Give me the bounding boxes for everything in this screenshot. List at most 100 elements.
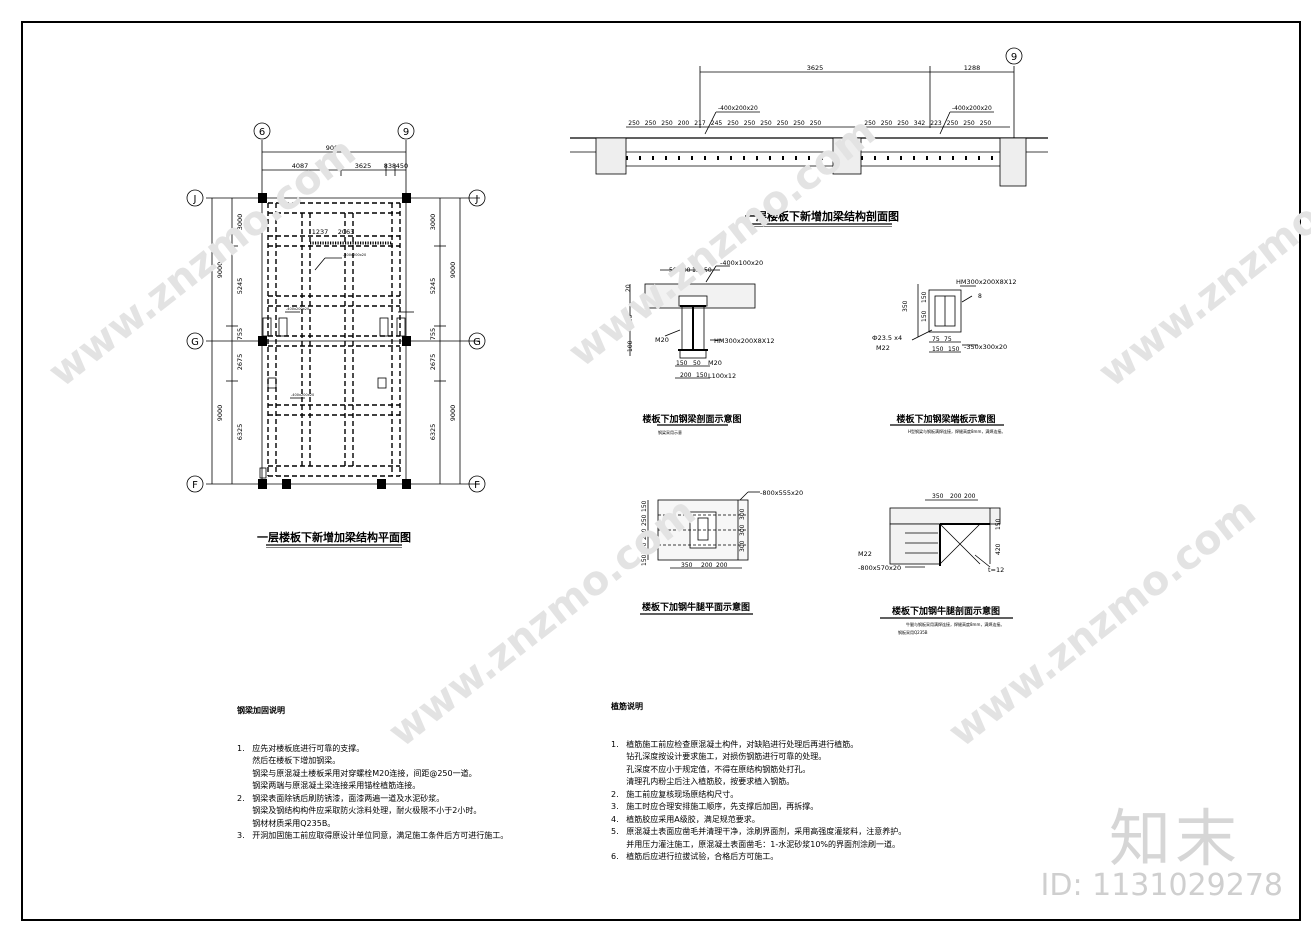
- notes-right-line-2: 钻孔深度按设计要求施工，对损伤钢筋进行可靠的处理。: [611, 752, 827, 761]
- detail1-bolt: M20: [655, 336, 669, 344]
- notes-right-line-8: 5. 原混凝土表面应凿毛并清理干净，涂刷界面剂，采用高强度灌浆料，注意养护。: [611, 827, 907, 836]
- detail1-subtitle: 钢梁采用示意: [658, 429, 682, 435]
- detail1-left-100: 100: [627, 340, 634, 352]
- notes-right-line-4: 清理孔内粉尘后注入植筋胶，按要求植入钢筋。: [611, 777, 795, 786]
- section-spacing-right-8: 250: [980, 120, 992, 127]
- detail1-text: 50 200 150 50 -400x100x20 HM300x200X8X12…: [625, 259, 774, 435]
- detail2-left-150b: 150: [921, 310, 928, 322]
- detail4-right-420: 420: [995, 543, 1002, 555]
- detail2-left-150a: 150: [921, 291, 928, 303]
- detail4-bolt: M22: [858, 550, 872, 558]
- detail3-right-300b: 300: [739, 524, 746, 536]
- plan-axis-j-right: J: [475, 194, 479, 205]
- section-spacing-left-12: 250: [810, 120, 822, 127]
- detail1-bottom-150: 150: [676, 360, 688, 367]
- section-spacing-right-1: 250: [864, 120, 876, 127]
- detail1-angle: L100x12: [708, 372, 736, 380]
- notes-right-line-3: 孔深度不应小于规定值，不得在原结构钢筋处打孔。: [611, 764, 811, 774]
- detail2-plate: -350x300x20: [964, 343, 1007, 351]
- detail1-dim-50b: 50: [704, 267, 712, 274]
- plan-axis-f-right: F: [474, 480, 480, 491]
- section-plate-label-1: -400x200x20: [718, 105, 758, 112]
- notes-left-line-3: 钢梁与原混凝土楼板采用对穿螺栓M20连接，间距@250一道。: [237, 768, 477, 778]
- section-spacing-right-6: 250: [947, 120, 959, 127]
- plan-axis-j-left: J: [193, 194, 197, 205]
- detail1-dim-150: 150: [692, 267, 704, 274]
- notes-left-line-7: 钢材材质采用Q235B。: [237, 818, 336, 828]
- section-plate-label-2: -400x200x20: [952, 105, 992, 112]
- plan-dim-left-3000: 3000: [236, 214, 244, 231]
- detail1-title: 楼板下加钢梁剖面示意图: [642, 413, 741, 425]
- plan-dim-left-755: 755: [236, 328, 244, 340]
- plan-axis-9: 9: [403, 127, 409, 138]
- plan-title: 一层楼板下新增加梁结构平面图: [257, 530, 411, 544]
- plan-axis-g-left: G: [191, 337, 199, 348]
- detail1-view: [629, 265, 756, 426]
- plan-dim-total: 9000: [326, 144, 343, 152]
- section-spacing-right-3: 250: [897, 120, 909, 127]
- detail2-note: H型钢梁与钢板满焊连接，焊缝高度8mm，满焊连接。: [908, 428, 1005, 434]
- plan-axis-g-right: G: [473, 337, 481, 348]
- detail3-title: 楼板下加钢牛腿平面示意图: [642, 601, 750, 613]
- plan-dim-left-total-1: 9000: [216, 262, 224, 279]
- notes-right-line-6: 3. 施工时应合理安排施工顺序，先支撑后加固，再拆撑。: [611, 802, 819, 811]
- detail4-top-200a: 200: [950, 493, 962, 500]
- detail3-bottom-200b: 200: [716, 562, 728, 569]
- notes-right-line-5: 2. 施工前应复核现场原结构尺寸。: [611, 789, 739, 799]
- detail3-right-300c: 300: [739, 540, 746, 552]
- notes-left-line-2: 然后在楼板下增加钢梁。: [237, 756, 341, 765]
- detail3-bottom-350: 350: [681, 562, 693, 569]
- plan-text: 6 9 J G F J G F: [191, 127, 481, 491]
- section-spacing-right-5: 223: [930, 120, 942, 127]
- notes-right-lines: 1. 植筋施工前应检查原混凝土构件，对缺陷进行处理后再进行植筋。 钻孔深度按设计…: [611, 739, 906, 864]
- plan-dim-3625: 3625: [355, 162, 372, 170]
- detail3-text: -800x555x20 150 250 250 250 150 300 300 …: [641, 489, 803, 613]
- section-spacing-left-9: 250: [760, 120, 772, 127]
- detail2-bottom-150a: 150: [932, 346, 944, 353]
- plan-dim-left-total-2: 9000: [216, 405, 224, 422]
- plan-dim-1237: 1237: [312, 228, 329, 236]
- detail1-dim-200: 200: [679, 267, 691, 274]
- notes-right: 植筋说明 1. 植筋施工前应检查原混凝土构件，对缺陷进行处理后再进行植筋。 钻孔…: [611, 676, 906, 876]
- plan-label-2: -400x200x20: [286, 307, 309, 311]
- plan-axis-6: 6: [259, 127, 265, 138]
- section-spacing-left-6: 245: [711, 120, 723, 127]
- plan-dim-right-5245: 5245: [429, 278, 437, 295]
- plan-dim-right-total-1: 9000: [449, 262, 457, 279]
- watermark-id: ID: 1131029278: [1040, 868, 1283, 903]
- detail3-left-250b: 250: [641, 528, 648, 540]
- plan-dim-right-6325: 6325: [429, 424, 437, 441]
- detail1-beam: HM300x200X8X12: [714, 337, 774, 345]
- detail4-title: 楼板下加钢牛腿剖面示意图: [892, 605, 1000, 617]
- plan-dim-450: 450: [396, 162, 408, 170]
- section-view: [570, 47, 1048, 227]
- detail1-left-20: 20: [625, 284, 632, 292]
- detail4-text: 350 200 200 M22 -800x570x20 t=12 150 420…: [858, 493, 1004, 635]
- detail2-top-75a: 75: [932, 336, 940, 343]
- detail3-plate: -800x555x20: [760, 489, 803, 497]
- plan-label-3: -400x200x20: [291, 393, 314, 397]
- notes-left-line-8: 3. 开洞加固施工前应取得原设计单位同意，满足施工条件后方可进行施工。: [237, 831, 509, 840]
- plan-dim-left-2675: 2675: [236, 354, 244, 371]
- detail3-left-150a: 150: [641, 500, 648, 512]
- sheet-frame: [21, 21, 1301, 921]
- notes-left: 钢梁加固说明 1. 应先对楼板底进行可靠的支撑。 然后在楼板下增加钢梁。 钢梁与…: [237, 680, 508, 855]
- notes-left-line-6: 钢梁及钢结构构件应采取防火涂料处理，耐火极限不小于2小时。: [237, 806, 482, 815]
- notes-left-title: 钢梁加固说明: [237, 706, 285, 715]
- section-spacing-right-7: 250: [963, 120, 975, 127]
- detail1-dim-50: 50: [669, 267, 677, 274]
- plan-dim-2063: 2063: [338, 228, 355, 236]
- detail2-bottom-150b: 150: [948, 346, 960, 353]
- detail3-left-150b: 150: [641, 554, 648, 566]
- detail3-view: [640, 491, 760, 615]
- detail2-beam: HM300x200X8X12: [956, 278, 1016, 286]
- detail1-bolt2: M20: [708, 359, 722, 367]
- section-spacing-left-10: 250: [777, 120, 789, 127]
- plan-dim-right-total-2: 9000: [449, 405, 457, 422]
- detail2-weld: 8: [978, 293, 982, 300]
- section-dim-3625: 3625: [807, 64, 824, 72]
- plan-dim-838: 838: [384, 162, 396, 170]
- section-dim-1288: 1288: [964, 64, 981, 72]
